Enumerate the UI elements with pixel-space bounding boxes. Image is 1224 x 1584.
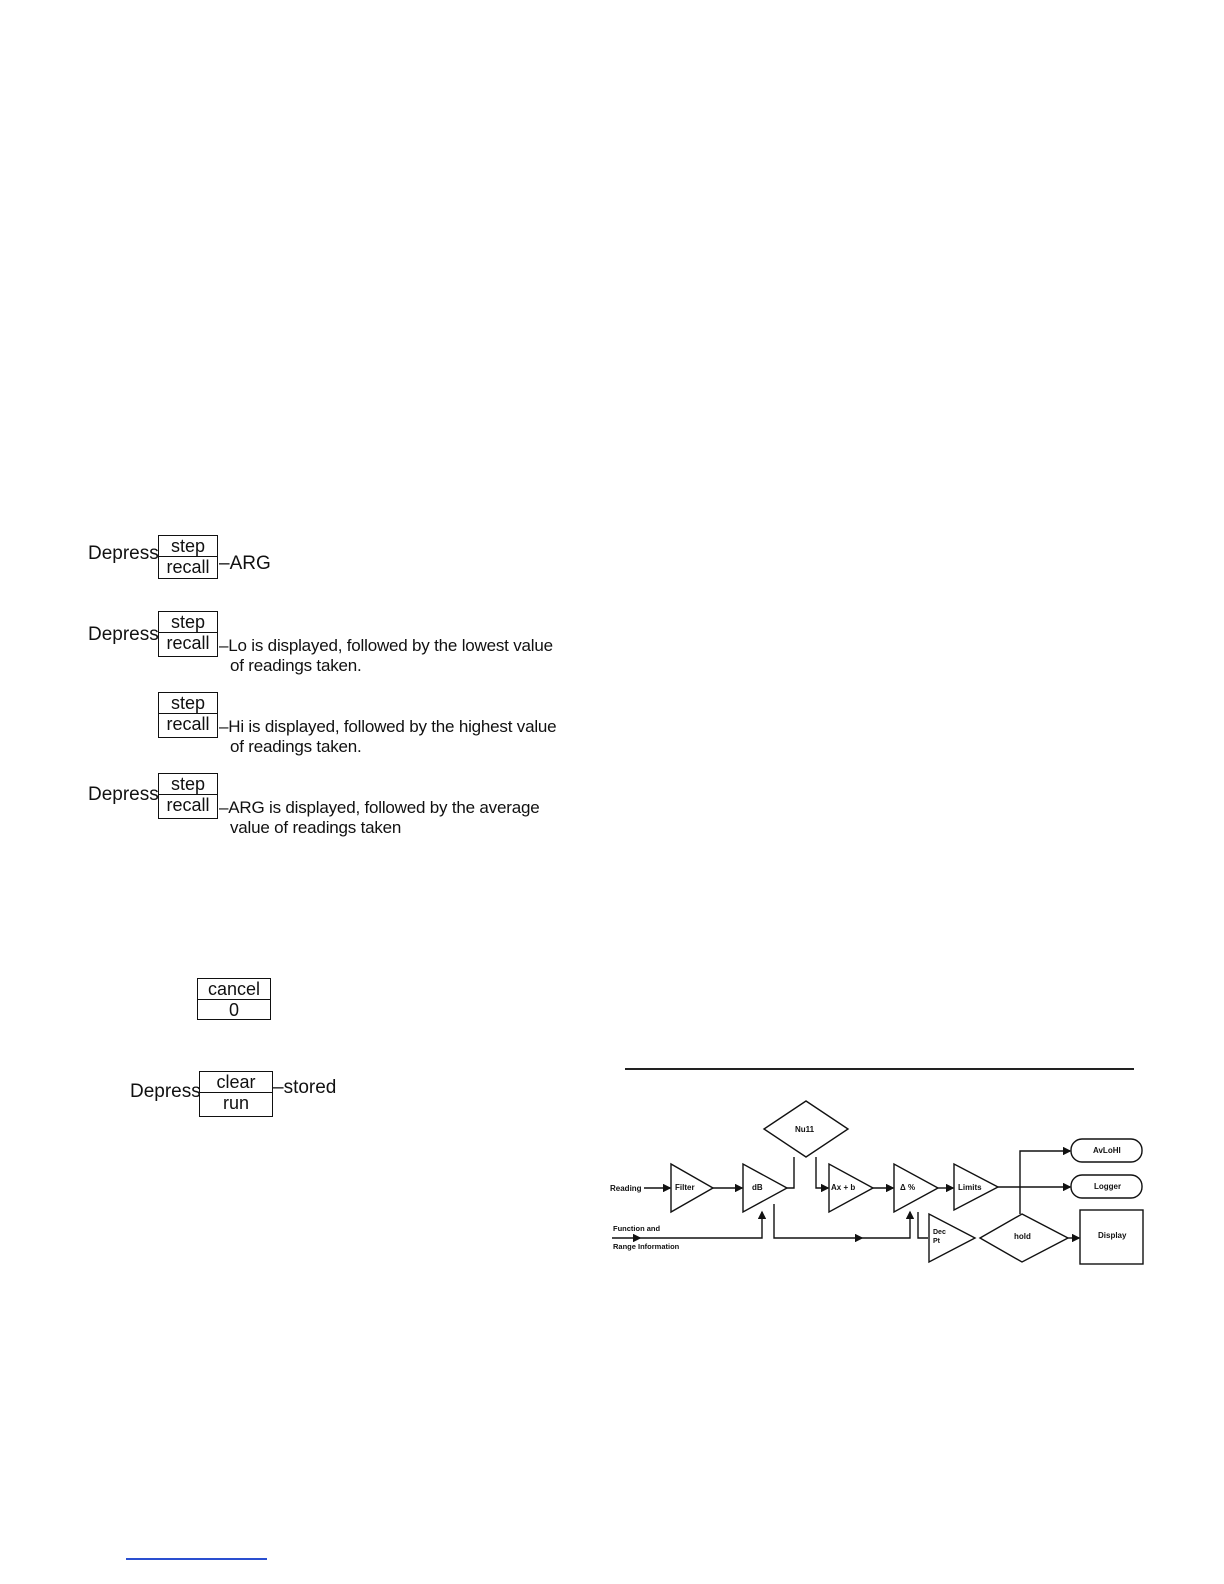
step-text-2-line2: of readings taken. <box>230 656 362 675</box>
diagram-top-rule <box>625 1068 1134 1070</box>
delta-percent-block <box>893 1162 940 1214</box>
key-label-step: step <box>159 774 217 795</box>
label-logger: Logger <box>1094 1182 1121 1191</box>
label-avlohi: AvLoHI <box>1093 1146 1121 1155</box>
db-block <box>742 1162 789 1214</box>
key-label-run: run <box>222 1093 249 1113</box>
key-label-recall: recall <box>166 557 210 577</box>
step-text-3-line2: of readings taken. <box>230 737 362 756</box>
label-pt: Pt <box>933 1238 941 1245</box>
step-text-4-line2: value of readings taken <box>230 818 402 837</box>
step-recall-key-2[interactable]: step recall <box>158 611 218 657</box>
step-recall-key-4[interactable]: step recall <box>158 773 218 819</box>
logger-block <box>1070 1174 1143 1199</box>
limits-block <box>953 1162 1000 1212</box>
label-limits: Limits <box>958 1183 982 1192</box>
key-label-recall: recall <box>166 633 210 653</box>
key-label-step: step <box>159 612 217 633</box>
label-delta: Δ % <box>900 1183 915 1192</box>
key-label-cancel: cancel <box>198 979 270 1000</box>
depress-label-4: Depress <box>88 784 159 805</box>
label-reading: Reading <box>610 1184 642 1193</box>
footnote-rule <box>126 1558 267 1560</box>
axb-block <box>828 1162 875 1214</box>
step-text-1: –ARG <box>219 553 271 574</box>
null-block <box>762 1100 850 1158</box>
step-text-3-line1: –Hi is displayed, followed by the highes… <box>219 717 557 736</box>
hold-block <box>978 1213 1070 1263</box>
label-function: Function and <box>613 1224 660 1233</box>
step-text-2-line1: –Lo is displayed, followed by the lowest… <box>219 636 553 655</box>
clear-step-text: –stored <box>273 1077 337 1098</box>
key-label-recall: recall <box>166 714 210 734</box>
key-label-clear: clear <box>200 1072 272 1093</box>
label-display: Display <box>1098 1231 1127 1240</box>
step-recall-key-3[interactable]: step recall <box>158 692 218 738</box>
label-range: Range Information <box>613 1242 680 1251</box>
dec-pt-block <box>928 1212 977 1264</box>
step-recall-key-1[interactable]: step recall <box>158 535 218 579</box>
label-dec: Dec <box>933 1229 946 1236</box>
depress-label-2: Depress <box>88 624 159 645</box>
depress-label-clear: Depress <box>130 1081 201 1102</box>
display-block <box>1079 1209 1144 1265</box>
label-db: dB <box>752 1183 763 1192</box>
avlohi-block <box>1070 1138 1143 1163</box>
depress-label-1: Depress <box>88 543 159 564</box>
step-text-4-line1: –ARG is displayed, followed by the avera… <box>219 798 540 817</box>
key-label-recall: recall <box>166 795 210 815</box>
clear-run-key[interactable]: clear run <box>199 1071 273 1117</box>
key-label-step: step <box>159 536 217 557</box>
label-hold: hold <box>1014 1232 1031 1241</box>
label-axb: Ax + b <box>831 1183 855 1192</box>
cancel-zero-key[interactable]: cancel 0 <box>197 978 271 1020</box>
key-label-step: step <box>159 693 217 714</box>
filter-block <box>670 1162 715 1214</box>
key-label-zero: 0 <box>228 1000 239 1020</box>
label-filter: Filter <box>675 1183 695 1192</box>
label-null: Nu11 <box>795 1125 815 1134</box>
